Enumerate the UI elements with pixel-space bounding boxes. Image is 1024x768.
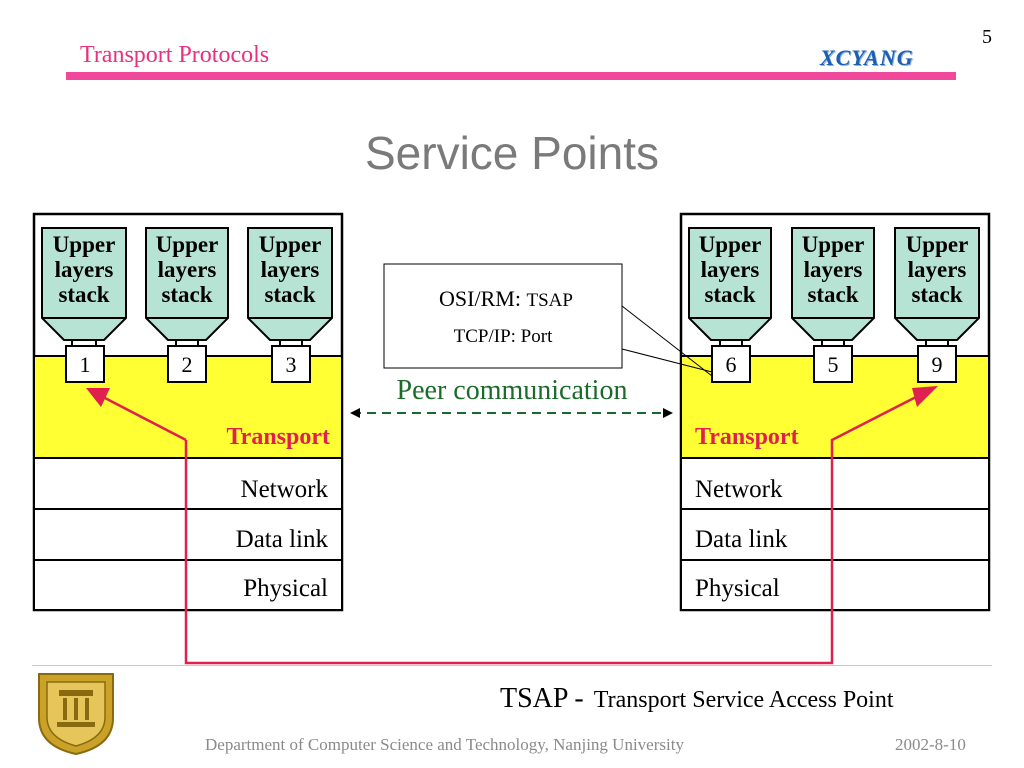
left-app-1-line1: Upper — [53, 232, 116, 257]
callout-line2: TCP/IP: Port — [454, 326, 553, 347]
footer-date: 2002-8-10 — [895, 735, 966, 754]
peer-communication-label: Peer communication — [397, 375, 628, 406]
page-number: 5 — [982, 26, 992, 48]
left-app-3-line1: Upper — [259, 232, 322, 257]
author-mark: XCYANG — [820, 45, 914, 70]
left-app-2-line3: stack — [161, 282, 212, 307]
port-3-box — [271, 345, 311, 383]
right-physical-layer — [680, 559, 990, 611]
footer-rule — [32, 665, 992, 666]
left-stack: Upper layers stack 1 Upper layers stack … — [32, 212, 344, 612]
right-app-9-line1: Upper — [906, 232, 969, 257]
left-app-1-line2: layers — [55, 257, 114, 282]
left-physical-layer — [33, 559, 343, 611]
port-2-label: 2 — [182, 352, 193, 377]
left-app-3-line3: stack — [264, 282, 315, 307]
callout-pointer-lower — [621, 348, 713, 373]
right-layer-datalink: Data link — [695, 526, 788, 553]
right-layer-transport: Transport — [695, 424, 799, 450]
callout-box — [383, 263, 623, 369]
data-path — [86, 386, 938, 665]
right-app-6: Upper layers stack 6 — [688, 227, 772, 383]
data-path-arrowhead-right — [912, 386, 938, 407]
port-3-label: 3 — [286, 352, 297, 377]
right-app-6-line3: stack — [704, 282, 755, 307]
left-app-1-line3: stack — [58, 282, 109, 307]
left-layer-datalink: Data link — [236, 526, 329, 553]
port-9-label: 9 — [932, 352, 943, 377]
left-app-2-line2: layers — [158, 257, 217, 282]
left-app-3: Upper layers stack 3 — [247, 227, 333, 383]
data-path-line — [184, 394, 919, 665]
callout-line1: OSI/RM: TSAP — [439, 286, 573, 311]
right-datalink-layer — [680, 508, 990, 561]
port-5-box — [813, 345, 853, 383]
data-path-arrowhead-left — [86, 388, 110, 407]
right-layer-physical: Physical — [695, 575, 780, 602]
left-app-2: Upper layers stack 2 — [145, 227, 229, 383]
left-datalink-layer — [33, 508, 343, 561]
callout-osi: OSI/RM: — [439, 286, 526, 311]
university-crest-icon — [38, 673, 114, 756]
left-layer-physical: Physical — [243, 575, 328, 602]
left-layer-transport: Transport — [226, 424, 330, 450]
header-rule — [66, 72, 956, 80]
tsap-definition: Transport Service Access Point — [593, 687, 894, 713]
left-app-2-line1: Upper — [156, 232, 219, 257]
right-app-5-line3: stack — [807, 282, 858, 307]
port-1-label: 1 — [80, 352, 91, 377]
port-5-label: 5 — [828, 352, 839, 377]
port-6-label: 6 — [726, 352, 737, 377]
tsap-caption: TSAP - Transport Service Access Point — [500, 683, 894, 715]
header-title: Transport Protocols — [80, 42, 270, 68]
port-9-box — [917, 345, 957, 383]
port-1-box — [65, 345, 105, 383]
left-network-layer — [33, 457, 343, 510]
right-app-6-line2: layers — [701, 257, 760, 282]
footer-department: Department of Computer Science and Techn… — [205, 735, 684, 754]
right-app-5-line1: Upper — [802, 232, 865, 257]
right-app-9-line3: stack — [911, 282, 962, 307]
slide-title: Service Points — [364, 127, 659, 179]
callout: OSI/RM: TSAP TCP/IP: Port — [383, 263, 713, 377]
left-layer-network: Network — [241, 476, 329, 503]
right-layer-network: Network — [695, 476, 783, 503]
right-app-9: Upper layers stack 9 — [894, 227, 980, 383]
right-app-6-line1: Upper — [699, 232, 762, 257]
right-app-5-line2: layers — [804, 257, 863, 282]
left-app-3-line2: layers — [261, 257, 320, 282]
left-app-1: Upper layers stack 1 — [41, 227, 127, 383]
callout-tsap: TSAP — [526, 290, 572, 311]
right-stack: Upper layers stack 6 Upper layers stack … — [679, 212, 991, 612]
peer-communication: Peer communication — [350, 375, 673, 418]
right-app-5: Upper layers stack 5 — [791, 227, 875, 383]
port-2-box — [167, 345, 207, 383]
tsap-term: TSAP - — [500, 683, 584, 714]
data-path-source-segment — [102, 395, 187, 442]
right-app-9-line2: layers — [908, 257, 967, 282]
callout-pointer-upper — [621, 305, 713, 377]
port-6-box — [711, 345, 751, 383]
